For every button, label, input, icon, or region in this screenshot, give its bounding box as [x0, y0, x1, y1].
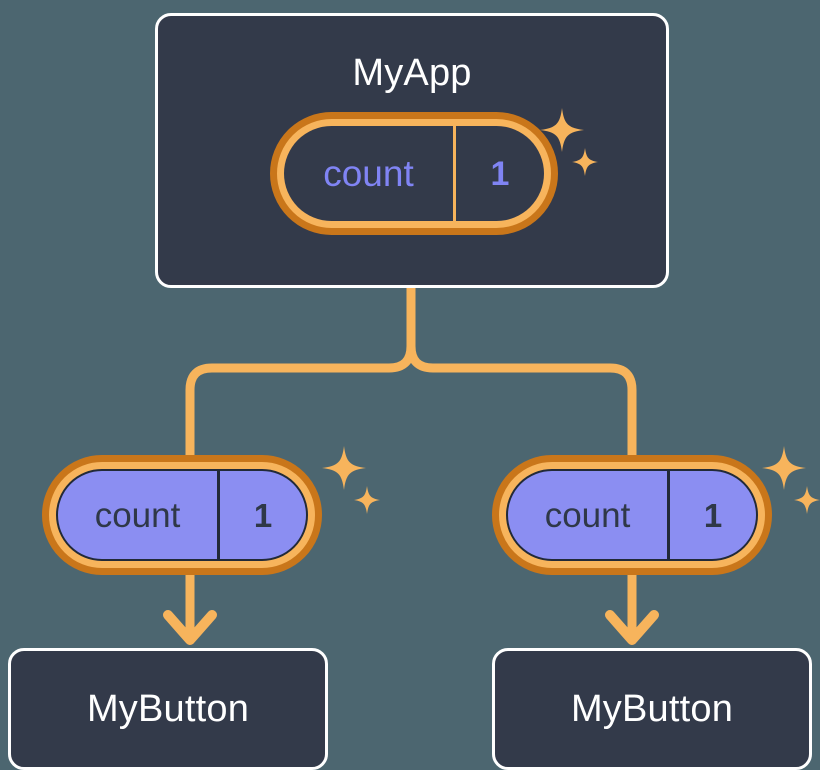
- component-card-mybutton-left[interactable]: MyButton: [8, 648, 328, 770]
- state-key-root: count: [323, 153, 414, 194]
- state-pill-child-left[interactable]: count 1: [42, 455, 322, 575]
- state-pill-root-inner: count 1: [284, 126, 544, 221]
- component-title-child-left: MyButton: [86, 688, 250, 730]
- state-pill-child-right[interactable]: count 1: [492, 455, 772, 575]
- component-card-mybutton-right[interactable]: MyButton: [492, 648, 812, 770]
- state-value-child-left: 1: [217, 471, 306, 559]
- state-value-child-right: 1: [667, 471, 756, 559]
- state-value-root: 1: [453, 126, 544, 221]
- state-pill-child-left-inner: count 1: [56, 469, 308, 561]
- arrow-down-icon-right: [605, 610, 659, 645]
- component-title-child-right: MyButton: [570, 688, 734, 730]
- state-key-child-right: count: [544, 495, 631, 535]
- sparkle-icon-child-left: [322, 446, 380, 514]
- wire-branch-right: [406, 345, 637, 460]
- wire-branch-left: [185, 345, 416, 460]
- state-key-child-left: count: [94, 495, 181, 535]
- state-pill-root[interactable]: count 1: [270, 112, 558, 235]
- arrow-down-icon-left: [163, 610, 217, 645]
- state-pill-child-right-inner: count 1: [506, 469, 758, 561]
- component-title-root: MyApp: [352, 52, 472, 94]
